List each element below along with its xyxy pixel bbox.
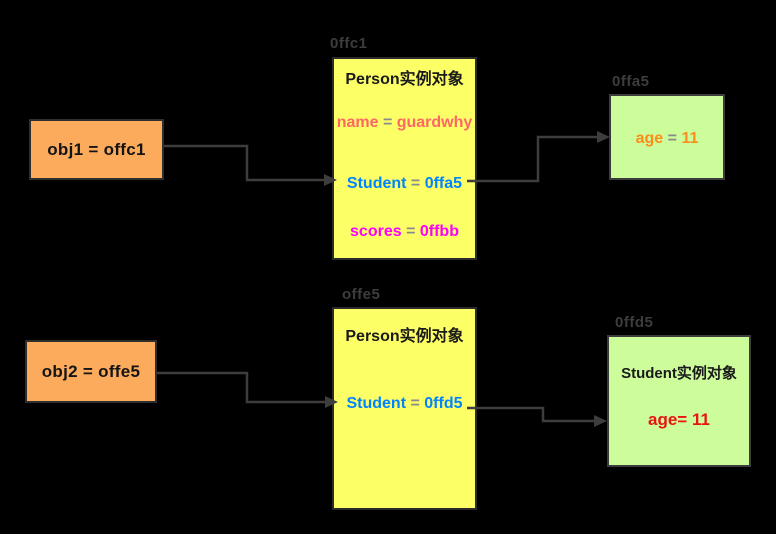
field-value: 11 [691, 410, 710, 429]
field-value: 0ffd5 [424, 395, 463, 412]
address-label-student2: 0ffd5 [615, 314, 654, 331]
person2-field-student: Student = 0ffd5 [334, 394, 475, 414]
equals-sign: = [378, 114, 397, 131]
field-key: age [635, 130, 664, 147]
person2-title: Person实例对象 [345, 328, 464, 345]
field-value: guardwhy [396, 114, 473, 131]
field-value: 11 [681, 130, 699, 147]
field-key: name [336, 114, 379, 131]
field-key: scores [350, 223, 402, 240]
stack-var-obj2: obj2 = offe5 [25, 340, 157, 403]
arrow-obj2-to-person2 [157, 371, 338, 408]
person1-title: Person实例对象 [345, 71, 464, 88]
field-value: 0ffa5 [424, 175, 463, 192]
address-label-student1: 0ffa5 [612, 73, 650, 90]
student1-field-age: age = 11 [611, 129, 723, 149]
field-key: age= [648, 410, 688, 429]
equals-sign: = [663, 130, 682, 147]
stack-var-obj1-label: obj1 = offc1 [47, 139, 146, 159]
arrow-person2-to-student2 [467, 406, 607, 427]
address-label-person1: 0ffc1 [330, 35, 368, 52]
field-value: 0ffbb [419, 223, 459, 240]
student2-field-age: age= 11 [609, 410, 749, 430]
person1-field-name: name = guardwhy [334, 113, 475, 133]
student2-title: Student实例对象 [621, 365, 737, 382]
equals-sign: = [401, 223, 420, 240]
field-key: Student [346, 175, 407, 192]
arrow-person1-to-student1 [467, 131, 610, 183]
stack-var-obj1: obj1 = offc1 [29, 119, 164, 180]
heap-object-student1: age = 11 [609, 94, 725, 180]
equals-sign: = [406, 175, 425, 192]
heap-object-student2: Student实例对象 age= 11 [607, 335, 751, 467]
heap-object-person1: Person实例对象 name = guardwhy Student = 0ff… [332, 57, 477, 260]
heap-object-person2: Person实例对象 Student = 0ffd5 [332, 307, 477, 510]
person1-field-student: Student = 0ffa5 [334, 174, 475, 194]
arrow-obj1-to-person1 [164, 144, 337, 186]
person1-field-scores: scores = 0ffbb [334, 222, 475, 242]
stack-var-obj2-label: obj2 = offe5 [41, 361, 141, 381]
address-label-person2: offe5 [342, 286, 381, 303]
equals-sign: = [406, 395, 425, 412]
field-key: Student [346, 395, 407, 412]
